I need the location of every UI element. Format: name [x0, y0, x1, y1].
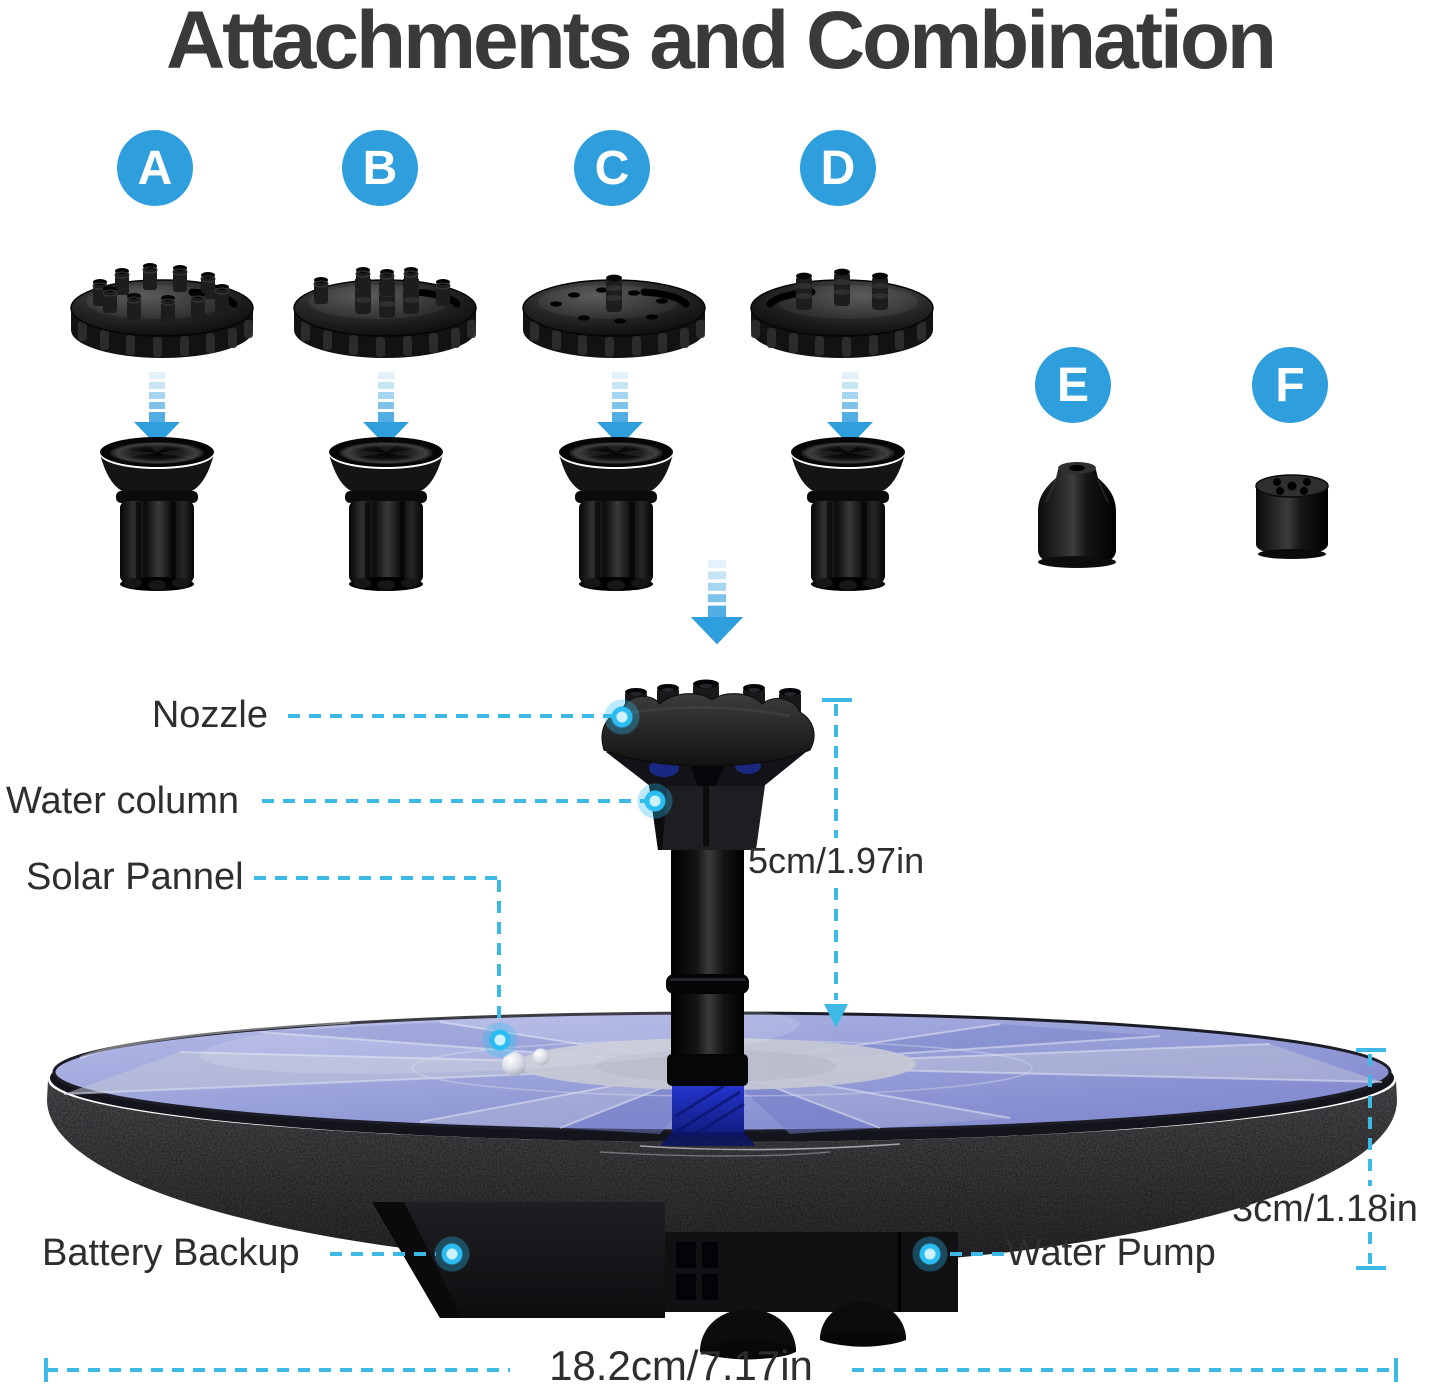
- attachment-label-e: E: [1035, 347, 1111, 423]
- solar-panel-callout-line-v: [497, 880, 501, 1026]
- panel-thickness-dimension: 3cm/1.18in: [1232, 1188, 1418, 1230]
- dim-3cm-line-upper: [1368, 1054, 1372, 1186]
- attachments-artwork: [0, 262, 1329, 645]
- attachment-label-a: A: [117, 130, 193, 206]
- suction-cup-feet: [700, 1301, 906, 1360]
- water-column-callout-dot: [635, 781, 675, 821]
- attachment-disc-d: [751, 268, 933, 358]
- pump-callout-line: [950, 1252, 1004, 1256]
- solar-panel-callout-dot: [480, 1020, 520, 1060]
- dim-5cm-line-lower: [834, 888, 838, 1000]
- attachment-label-c: C: [574, 130, 650, 206]
- dim-5cm-top-tick: [822, 698, 852, 702]
- attachment-label-f: F: [1252, 347, 1328, 423]
- water-column-pipe: [666, 848, 749, 1086]
- pump-callout-dot: [910, 1234, 950, 1274]
- nozzle-callout-line: [288, 714, 612, 718]
- dim-3cm-top-tick: [1356, 1048, 1386, 1052]
- attachment-nozzle-e: [1038, 462, 1116, 568]
- page-title: Attachments and Combination: [165, 0, 1277, 86]
- dim-diameter-line-right: [852, 1368, 1398, 1372]
- attachment-label-d: D: [800, 130, 876, 206]
- water-pump-label: Water Pump: [1006, 1232, 1216, 1274]
- panel-diameter-dimension: 18.2cm/7.17in: [549, 1342, 813, 1388]
- attachment-disc-a: [71, 262, 253, 358]
- dim-3cm-line-lower: [1368, 1232, 1372, 1264]
- down-arrow-icon: [134, 372, 180, 446]
- down-arrow-icon: [363, 372, 409, 446]
- battery-box: [372, 1202, 665, 1318]
- nozzle-base-a: [100, 437, 214, 591]
- down-arrow-icon: [827, 372, 873, 446]
- down-arrow-icon: [690, 560, 744, 645]
- nozzle-label: Nozzle: [151, 694, 268, 736]
- attachment-disc-b: [294, 266, 476, 358]
- attachment-nozzle-f: [1255, 474, 1329, 559]
- dim-diameter-right-tick: [1394, 1358, 1398, 1382]
- water-column-callout-line: [262, 799, 646, 803]
- panel-bubble: [532, 1048, 550, 1066]
- battery-callout-dot: [432, 1234, 472, 1274]
- nozzle-head: [601, 679, 815, 850]
- dim-5cm-arrow: [824, 1004, 848, 1028]
- water-pump: [665, 1232, 958, 1360]
- battery-callout-line: [330, 1252, 436, 1256]
- water-column-label: Water column: [6, 780, 239, 822]
- dim-diameter-line-left: [46, 1368, 510, 1372]
- attachment-disc-c: [523, 274, 705, 358]
- battery-backup-label: Battery Backup: [42, 1232, 300, 1274]
- nozzle-base-d: [791, 437, 905, 591]
- column-height-dimension: 5cm/1.97in: [748, 840, 925, 881]
- dim-3cm-bottom-tick: [1356, 1266, 1386, 1270]
- down-arrow-icon: [597, 372, 643, 446]
- nozzle-base-b: [329, 437, 443, 591]
- nozzle-callout-dot: [602, 697, 642, 737]
- solar-panel-callout-line-h: [254, 876, 500, 880]
- fountain-product-artwork: [47, 679, 1397, 1360]
- solar-panel-label: Solar Pannel: [26, 856, 244, 898]
- nozzle-base-c: [559, 437, 673, 591]
- dim-5cm-line-upper: [834, 704, 838, 838]
- panel-blue-sector: [660, 1084, 756, 1146]
- attachment-label-b: B: [342, 130, 418, 206]
